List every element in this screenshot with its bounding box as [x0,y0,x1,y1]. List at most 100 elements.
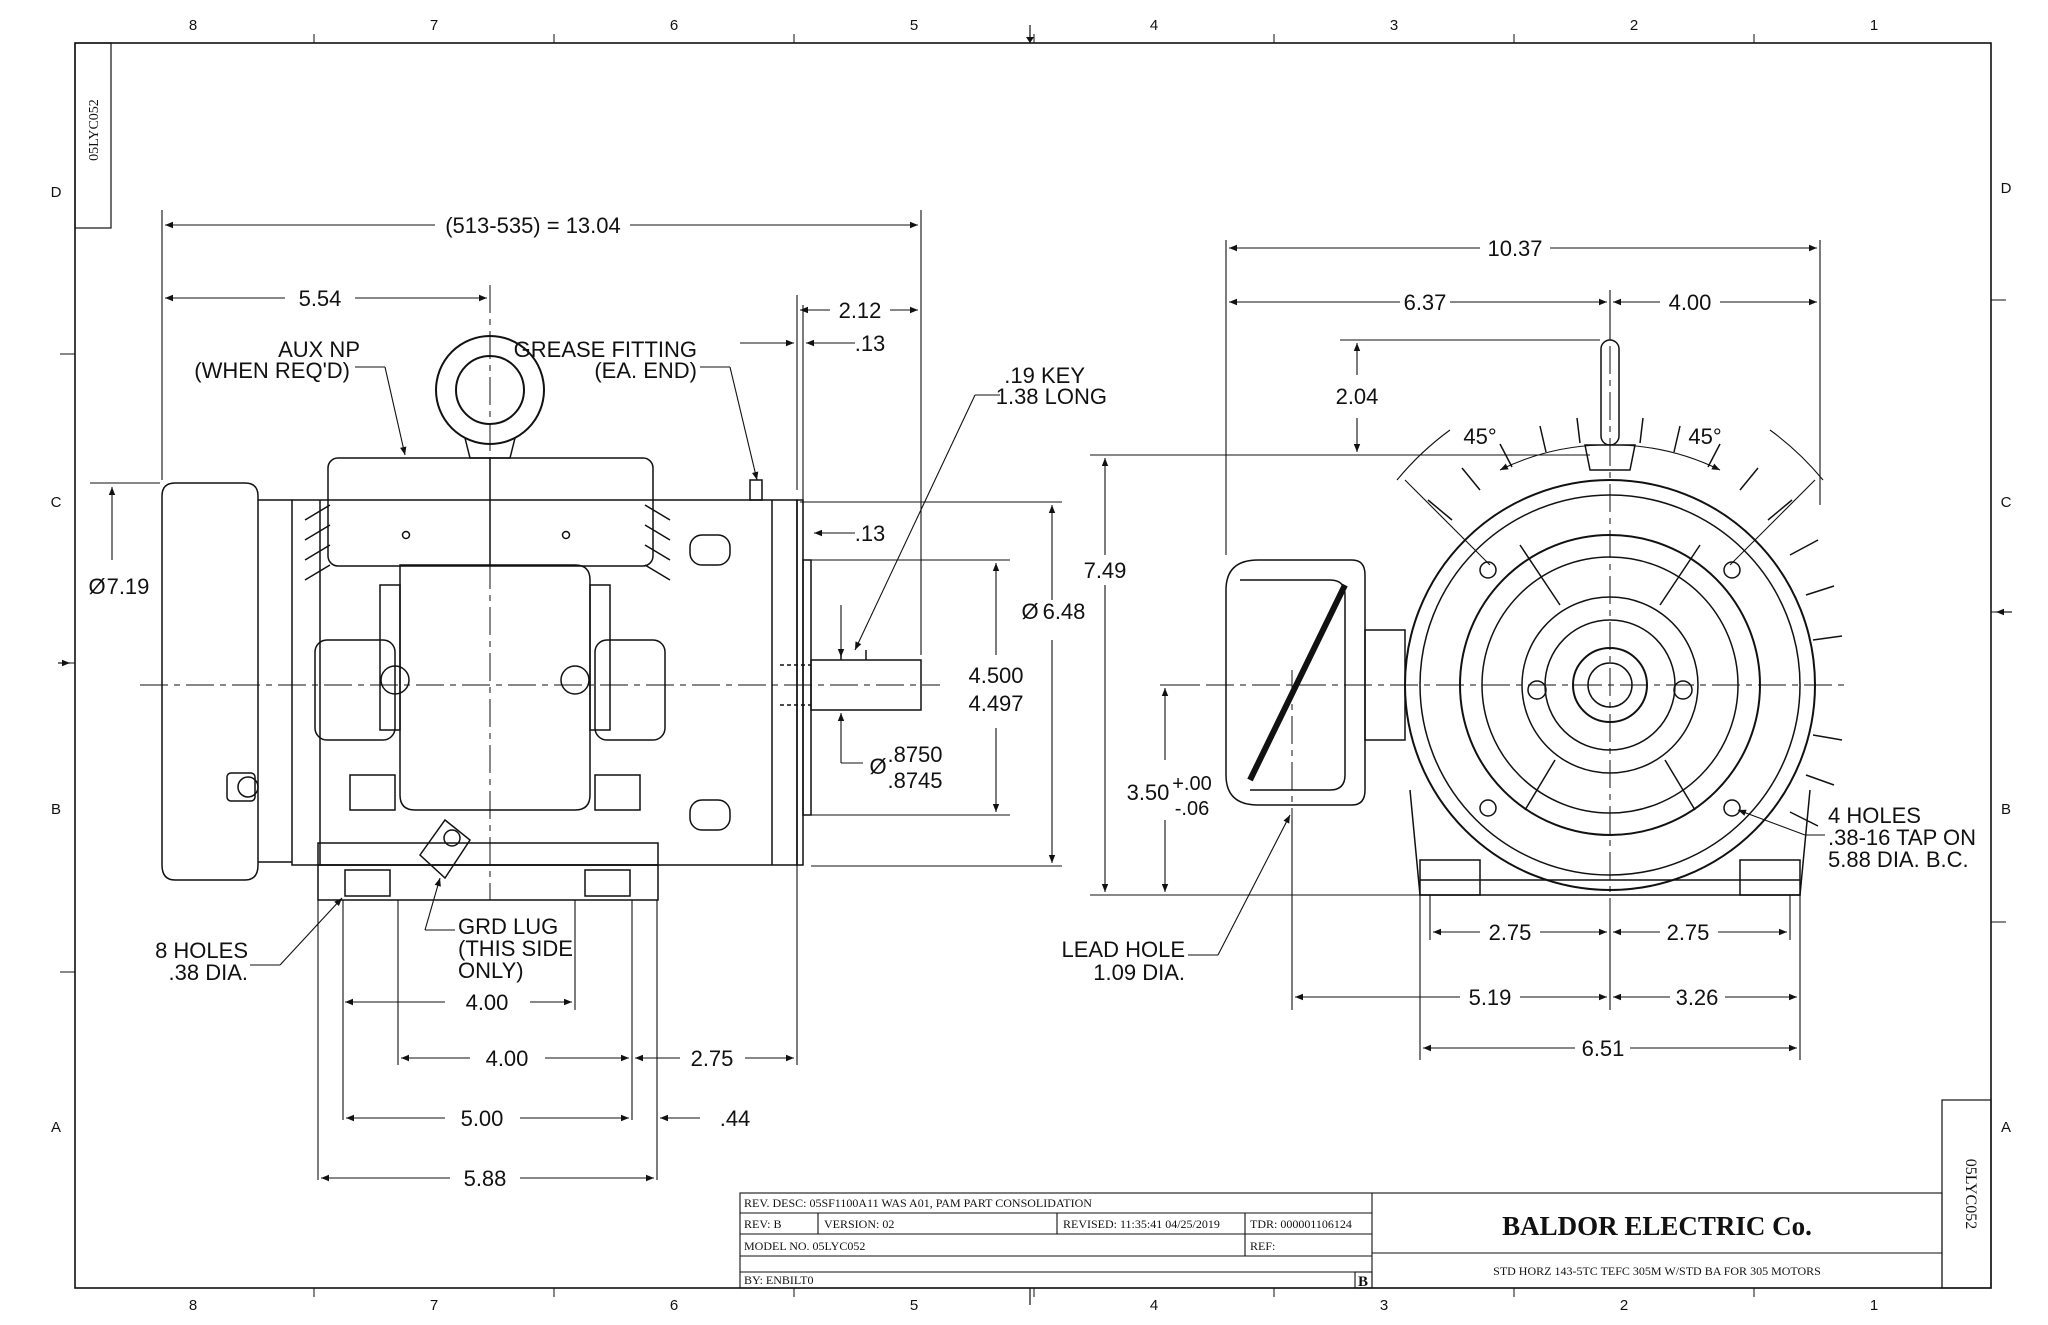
side-view-motor [161,335,922,901]
tap-label-line3: 5.88 DIA. B.C. [1828,847,1969,872]
zone-row-label: C [2001,494,2012,511]
dim-0-44: .44 [720,1106,751,1131]
title-block [739,1192,1943,1289]
dim-shaft-min: .8745 [887,768,942,793]
dim-2-75: 2.75 [691,1046,734,1071]
zone-row-label: B [2001,801,2011,818]
side-view-dim-lines [90,210,1062,1182]
zone-col-label: 4 [1150,1297,1158,1314]
zone-col-label: 1 [1870,17,1878,34]
dim-2-75-right: 2.75 [1667,920,1710,945]
end-view-centerlines [1160,300,1850,920]
holes-label-line1: 8 HOLES [155,938,248,963]
dim-5-88: 5.88 [464,1166,507,1191]
dim-3-50-tol-minus: -.06 [1175,798,1209,820]
dim-5-00: 5.00 [461,1106,504,1131]
dim-6-37: 6.37 [1404,290,1447,315]
zone-row-label: C [51,494,62,511]
ref-field: REF: [1250,1239,1275,1253]
dim-4-00-a: 4.00 [466,990,509,1015]
title-block-text: REV. DESC: 05SF1100A11 WAS A01, PAM PART… [744,1196,1821,1290]
zone-col-label: 3 [1380,1297,1388,1314]
dim-dia-7-19: 7.19 [107,574,150,599]
lead-hole-label-line2: 1.09 DIA. [1093,960,1185,985]
angle-right: 45° [1688,424,1721,449]
zone-col-label: 7 [430,1297,438,1314]
tap-label-line2: .38-16 TAP ON [1828,825,1976,850]
dim-13-mid: .13 [855,521,886,546]
dim-3-50-tol-plus: +.00 [1172,773,1211,795]
dim-4-00-b: 4.00 [486,1046,529,1071]
tap-label-line1: 4 HOLES [1828,803,1921,828]
dim-7-49: 7.49 [1084,558,1127,583]
dim-5-54: 5.54 [299,286,342,311]
end-view-motor [1225,339,1843,896]
by-field: BY: ENBILT0 [744,1273,813,1287]
rev-field: REV: B [744,1217,781,1231]
grd-lug-label-line3: ONLY) [458,958,524,983]
zone-col-label: 5 [910,1297,918,1314]
zone-col-label: 4 [1150,17,1158,34]
dim-overall-length: (513-535) = 13.04 [445,213,621,238]
grease-label-line1: GREASE FITTING [514,337,697,362]
key-label-line1: .19 KEY [1004,363,1085,388]
key-label-line2: 1.38 LONG [996,384,1107,409]
zone-col-label: 8 [189,17,197,34]
center-mark-arrow [1026,37,1034,43]
zone-col-label: 2 [1630,17,1638,34]
holes-label-line2: .38 DIA. [169,960,248,985]
side-view-dimension-text: (513-535) = 13.04 5.54 2.12 .13 .13 AUX … [88,213,1107,1191]
zone-col-label: 6 [670,1297,678,1314]
rev-desc: REV. DESC: 05SF1100A11 WAS A01, PAM PART… [744,1196,1092,1210]
zone-row-label: B [51,801,61,818]
diameter-symbol: Ø [1021,599,1038,624]
drawing-description: STD HORZ 143-5TC TEFC 305M W/STD BA FOR … [1493,1264,1821,1278]
diameter-symbol: Ø [869,754,886,779]
grd-lug-label-line2: (THIS SIDE [458,936,573,961]
end-view-dim-lines [1090,240,1825,1060]
rev-letter: B [1358,1274,1368,1290]
zone-col-label: 3 [1390,17,1398,34]
dim-10-37: 10.37 [1487,236,1542,261]
dim-3-26: 3.26 [1676,985,1719,1010]
zone-col-label: 7 [430,17,438,34]
zone-col-label: 1 [1870,1297,1878,1314]
dim-2-75-left: 2.75 [1489,920,1532,945]
dim-dia-6-48: 6.48 [1043,599,1086,624]
grd-lug-label-line1: GRD LUG [458,914,558,939]
dim-pilot-min: 4.497 [968,691,1023,716]
dim-13-top: .13 [855,331,886,356]
dim-pilot-max: 4.500 [968,663,1023,688]
zone-col-label: 2 [1620,1297,1628,1314]
aux-np-label-line1: AUX NP [278,337,360,362]
dim-5-19: 5.19 [1469,985,1512,1010]
zone-col-label: 6 [670,17,678,34]
grease-label-line2: (EA. END) [594,358,697,383]
zone-row-label: A [51,1119,61,1136]
dim-6-51: 6.51 [1582,1036,1625,1061]
dim-3-50: 3.50 [1127,780,1170,805]
tdr-field: TDR: 000001106124 [1250,1217,1352,1231]
model-no-field: MODEL NO. 05LYC052 [744,1239,865,1253]
zone-row-label: A [2001,1119,2011,1136]
drawing-id-bottom: 05LYC052 [1962,1159,1979,1229]
side-view-centerlines [140,285,940,900]
lead-hole-label-line1: LEAD HOLE [1062,937,1186,962]
dim-shaft-max: .8750 [887,742,942,767]
angle-left: 45° [1463,424,1496,449]
zone-row-label: D [2001,180,2012,197]
drawing-border [60,25,2006,1305]
diameter-symbol: Ø [88,574,105,599]
version-field: VERSION: 02 [824,1217,894,1231]
zone-col-label: 8 [189,1297,197,1314]
aux-np-label-line2: (WHEN REQ'D) [194,358,350,383]
drawing-id-top: 05LYC052 [87,99,102,161]
revised-field: REVISED: 11:35:41 04/25/2019 [1063,1217,1220,1231]
dim-4-00: 4.00 [1669,290,1712,315]
zone-col-label: 5 [910,17,918,34]
dim-2-04: 2.04 [1336,384,1379,409]
end-view-dimension-text: 10.37 6.37 4.00 2.04 45° 45° 7.49 3.50 +… [1062,236,1976,1061]
company-name: BALDOR ELECTRIC Co. [1502,1211,1812,1241]
dim-2-12: 2.12 [839,298,882,323]
